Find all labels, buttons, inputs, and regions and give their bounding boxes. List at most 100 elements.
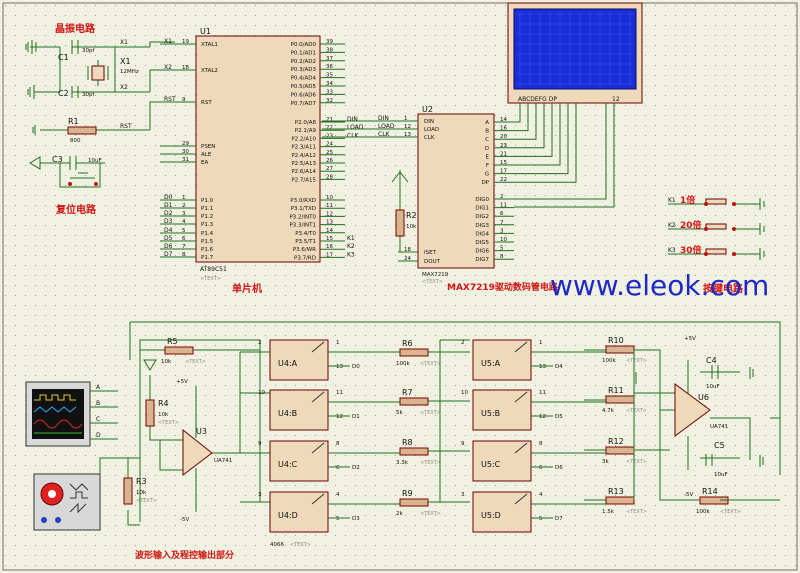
u6-opamp[interactable] (674, 383, 711, 437)
u1-pin-number: 16 (326, 244, 333, 250)
r12-text: <TEXT> (626, 459, 647, 465)
u2-pin-number: 15 (500, 160, 507, 166)
u4-part: 4066 (270, 542, 284, 548)
u1-body[interactable] (195, 35, 321, 263)
switch-ref: U4:B (278, 409, 297, 418)
u1-pin-name: P3.0/RXD (290, 198, 316, 204)
key-label: 30倍 (680, 244, 702, 256)
u6-part: UA741 (710, 424, 728, 430)
switch-ctl-pin: 13 (539, 364, 546, 370)
switch-blade (311, 442, 325, 454)
u3-opamp[interactable] (182, 428, 213, 477)
u2-pin-name: DP (481, 180, 489, 186)
u4-text: <TEXT> (290, 542, 311, 548)
u6-vminus: -5V (684, 492, 693, 498)
switch-wire (328, 351, 400, 367)
switch-ctl-net: D7 (555, 516, 563, 522)
watermark: www.eleok.com (550, 269, 769, 302)
u1-pin-name: P0.0/AD0 (291, 42, 317, 48)
u2-pin-name: DIG2 (475, 214, 489, 220)
u1-pin-number: 21 (326, 117, 333, 123)
u1-net-label: D4 (164, 227, 173, 234)
u1-net-label: D7 (164, 251, 173, 258)
r7-resistor (399, 397, 429, 406)
r10-text: <TEXT> (626, 358, 647, 364)
r4-resistor (145, 399, 155, 427)
segment-wire (514, 103, 537, 140)
lcd-display: ABCDEFG DP 12 (507, 2, 643, 208)
digit-wire (514, 103, 607, 200)
c4-value: 10uF (706, 384, 720, 390)
r5-resistor (164, 346, 194, 355)
r12-value: 3k (602, 459, 609, 465)
u1-net-label: K3 (347, 251, 355, 258)
r11-ref: R11 (608, 386, 624, 395)
r2-ref: R2 (406, 211, 417, 220)
crystal-circuit: 晶振电路 C1 30pf C2 30pf X1 12MHz X1 X2 (25, 22, 175, 99)
r9-ref: R9 (402, 489, 413, 498)
u1-pin-number: 30 (182, 149, 189, 155)
r2-resistor[interactable] (395, 209, 405, 237)
u1-pin-name: P2.0/A8 (295, 120, 317, 126)
net-x1-left: X1 (120, 39, 128, 46)
r10-ref: R10 (608, 336, 624, 345)
key-button (705, 198, 727, 205)
r6-resistor (399, 348, 429, 357)
net-x2-left: X2 (120, 84, 128, 91)
u1-pin-number: 17 (326, 252, 333, 258)
u1-pin-number: 33 (326, 89, 333, 95)
key-button (705, 248, 727, 255)
u1-net-label: D6 (164, 243, 173, 250)
switch-in-pin: 3 (258, 492, 262, 498)
crystal-x1[interactable] (91, 65, 105, 81)
oscilloscope-pins: ABCD (90, 384, 118, 440)
u1-pin-name: P2.4/A12 (291, 153, 316, 159)
u1-pin-number: 1 (182, 195, 186, 201)
switch-blade (311, 341, 325, 353)
r7-ref: R7 (402, 388, 413, 397)
r13-value: 1.5k (602, 509, 615, 515)
lcd-wires (514, 103, 615, 208)
switch-in-pin: 2 (258, 340, 262, 346)
switch-ctl-net: D4 (555, 364, 563, 370)
u2-pin-name: DIG1 (475, 206, 489, 212)
u3-vplus: +5V (176, 379, 188, 385)
u1-pin-number: 12 (326, 211, 333, 217)
r3-resistor (123, 477, 133, 505)
u1-net-label: RST (164, 96, 176, 103)
r1-ref: R1 (68, 117, 79, 126)
u2-body[interactable] (417, 113, 495, 269)
c2-ref: C2 (58, 89, 69, 98)
u1-pin-number: 29 (182, 141, 189, 147)
u1-pin-number: 7 (182, 244, 186, 250)
driver-u2: U2 DIN1DINLOAD12LOADCLK13CLKISET18DOUT24… (322, 105, 559, 293)
r4-value: 10k (158, 412, 169, 418)
u1-pin-name: P0.6/AD6 (291, 92, 317, 98)
u2-pin-name: DOUT (424, 259, 441, 265)
u2-pin-name: D (485, 146, 489, 152)
u1-pin-number: 38 (326, 47, 333, 53)
r1-resistor[interactable] (67, 126, 97, 135)
switch-out-pin: 1 (336, 340, 340, 346)
u2-net-label: CLK (378, 131, 391, 138)
u1-pin-number: 8 (182, 252, 186, 258)
u1-pin-number: 15 (326, 236, 333, 242)
u1-pin-name: P1.4 (201, 231, 214, 237)
u1-pin-name: P1.7 (201, 255, 214, 261)
u1-net-label: LOAD (347, 124, 364, 131)
r14-value: 100k (696, 509, 710, 515)
r11-resistor (605, 395, 635, 404)
key-contact (732, 252, 736, 256)
switch-out-pin: 8 (539, 441, 543, 447)
c4-ref: C4 (706, 356, 717, 365)
r9-text: <TEXT> (420, 511, 441, 517)
switch-ctl-pin: 13 (336, 364, 343, 370)
u1-pin-name: P2.1/A9 (295, 128, 317, 134)
u1-pin-number: 6 (182, 236, 186, 242)
switch-ctl-pin: 6 (336, 465, 340, 471)
key-contact (704, 227, 708, 231)
u2-pin-name: CLK (424, 135, 435, 141)
u2-pin-number: 18 (404, 247, 411, 253)
